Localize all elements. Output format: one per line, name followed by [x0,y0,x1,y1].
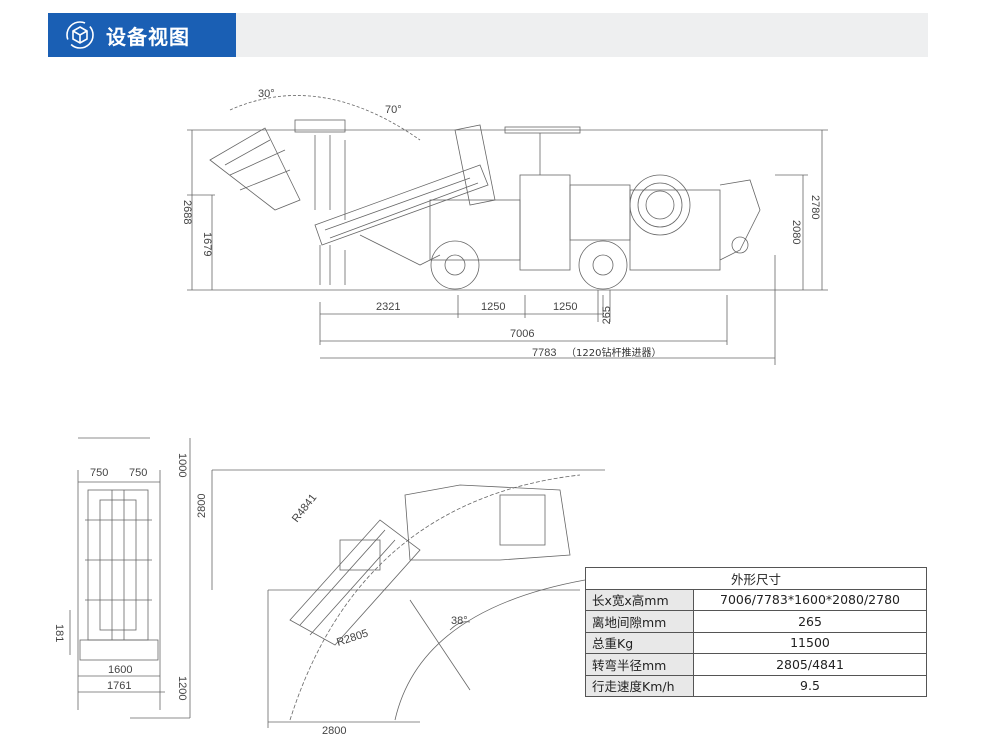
table-row: 离地间隙mm 265 [585,610,927,633]
spec-label: 离地间隙mm [585,610,694,633]
dim-axle1: 1250 [481,301,505,313]
angle-upper-label: 30° [258,88,275,100]
track-width: 1600 [108,664,132,676]
cube-3d-icon [64,19,96,51]
turn-angle: 38° [451,615,468,627]
table-row: 行走速度Km/h 9.5 [585,674,927,697]
turn-width: 2800 [322,725,346,737]
dim-front: 2321 [376,301,400,313]
length-total: 7006 [510,328,534,340]
table-row: 长x宽x高mm 7006/7783*1600*2080/2780 [585,588,927,611]
spec-label: 转弯半径mm [585,653,694,676]
turn-height: 2800 [196,494,208,518]
side-181: 181 [53,624,65,642]
length-note: （1220钻杆推进器） [566,346,661,359]
overall-width: 1761 [107,680,131,692]
length-extended: 7783 [532,347,556,359]
spec-label: 总重Kg [585,631,694,654]
spec-value: 7006/7783*1600*2080/2780 [693,588,927,611]
table-row: 总重Kg 11500 [585,631,927,654]
header-tab: 设备视图 [48,13,236,57]
spec-value: 265 [693,610,927,633]
spec-table: 外形尺寸 长x宽x高mm 7006/7783*1600*2080/2780 离地… [585,567,927,697]
angle-lower-label: 70° [385,104,402,116]
inner-radius: R2805 [335,627,370,648]
half-width-right: 750 [129,467,147,479]
ground-clearance-label: 265 [601,306,613,324]
spec-value: 11500 [693,631,927,654]
height-left-outer: 2688 [181,200,193,224]
height-right-inner: 2080 [790,220,802,244]
top-height: 1000 [176,453,188,477]
dim-axle2: 1250 [553,301,577,313]
spec-value: 2805/4841 [693,653,927,676]
spec-label: 行走速度Km/h [585,674,694,697]
height-right-outer: 2780 [809,195,821,219]
bottom-height: 1200 [176,676,188,700]
spec-table-title: 外形尺寸 [585,567,927,590]
half-width-left: 750 [90,467,108,479]
outer-radius: R4841 [290,492,319,525]
page-title: 设备视图 [106,24,190,49]
spec-label: 长x宽x高mm [585,588,694,611]
spec-value: 9.5 [693,674,927,697]
height-left-inner: 1679 [201,232,213,256]
table-row: 转弯半径mm 2805/4841 [585,653,927,676]
